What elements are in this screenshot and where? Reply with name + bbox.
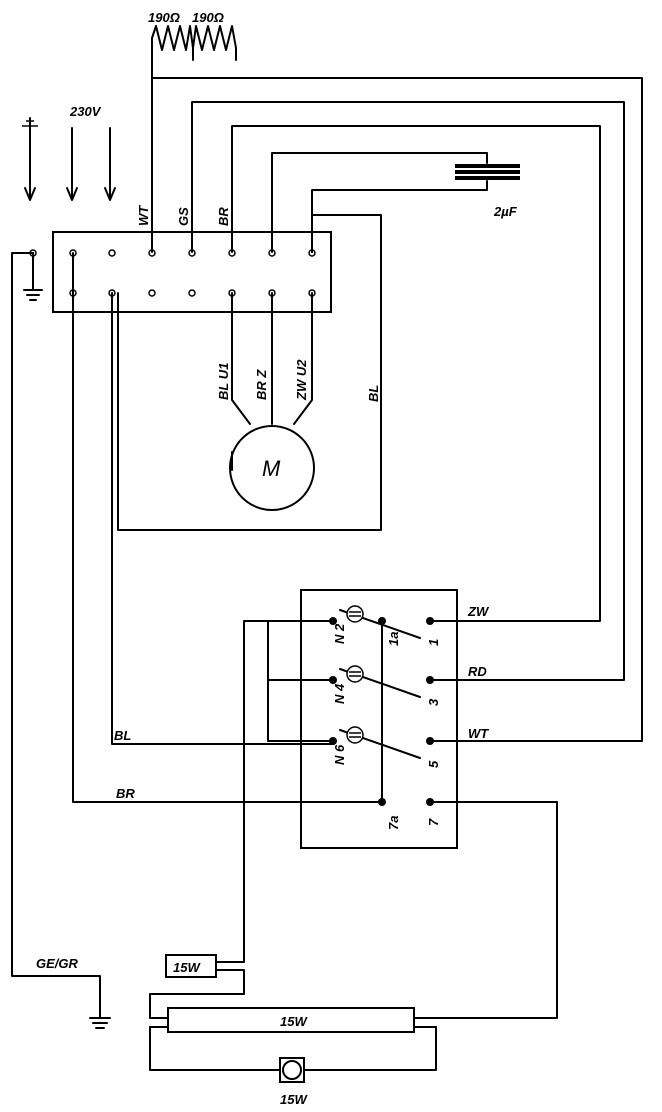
bulb-icon: [282, 1060, 302, 1080]
resistor-2-label: 190Ω: [192, 10, 224, 25]
terminal-gs-label: GS: [176, 207, 191, 226]
terminal-wt-label: WT: [136, 205, 151, 226]
switch-wire-wt-label: WT: [468, 726, 489, 741]
capacitor: 2µF: [455, 164, 520, 219]
switch-box: [300, 589, 458, 849]
switch-n6-label: N 6: [332, 744, 347, 765]
switch-wire-br-label: BR: [116, 786, 135, 801]
motor-circle: [229, 425, 315, 511]
terminal-br-label: BR: [216, 207, 231, 226]
earth-label: GE/GR: [36, 956, 79, 971]
bulb-housing: [279, 1057, 305, 1083]
ballast-label: 15W: [173, 960, 201, 975]
lamp-circuit: 15W 15W 15W: [149, 620, 558, 1107]
switch-n4-label: N 4: [332, 683, 347, 704]
left-leads: GE/GR BL BR: [11, 252, 383, 1029]
capacitor-label: 2µF: [493, 204, 518, 219]
bulb-label: 15W: [280, 1092, 308, 1107]
upper-wiring: [117, 77, 643, 742]
tube-label: 15W: [280, 1014, 308, 1029]
switch-5-label: 5: [426, 760, 441, 768]
switch-wire-bl-label: BL: [114, 728, 131, 743]
supply-voltage-label: 230V: [69, 104, 102, 119]
switch-wire-rd-label: RD: [468, 664, 487, 679]
switch-3-label: 3: [426, 698, 441, 706]
supply-arrows: 230V: [22, 104, 116, 201]
motor-return-wire-label: BL: [366, 385, 381, 402]
motor-lead-u1-label: BL U1: [216, 363, 231, 400]
switch-1a-label: 1a: [386, 632, 401, 646]
motor: M BL U1 BR Z ZW U2 BL: [216, 292, 381, 511]
switch-n2-label: N 2: [332, 623, 347, 644]
motor-symbol: M: [262, 456, 281, 481]
resistor-1-label: 190Ω: [148, 10, 180, 25]
fluorescent-tube: [167, 1007, 415, 1033]
switch-wire-zw-label: ZW: [467, 604, 490, 619]
motor-lead-u2-label: ZW U2: [294, 359, 309, 401]
switch-7a-label: 7a: [386, 816, 401, 830]
motor-lead-z-label: BR Z: [254, 369, 269, 400]
switch-contacts: [267, 605, 434, 806]
ballast: [165, 954, 217, 978]
switch-7-label: 7: [426, 818, 441, 826]
switch-1-label: 1: [426, 639, 441, 646]
